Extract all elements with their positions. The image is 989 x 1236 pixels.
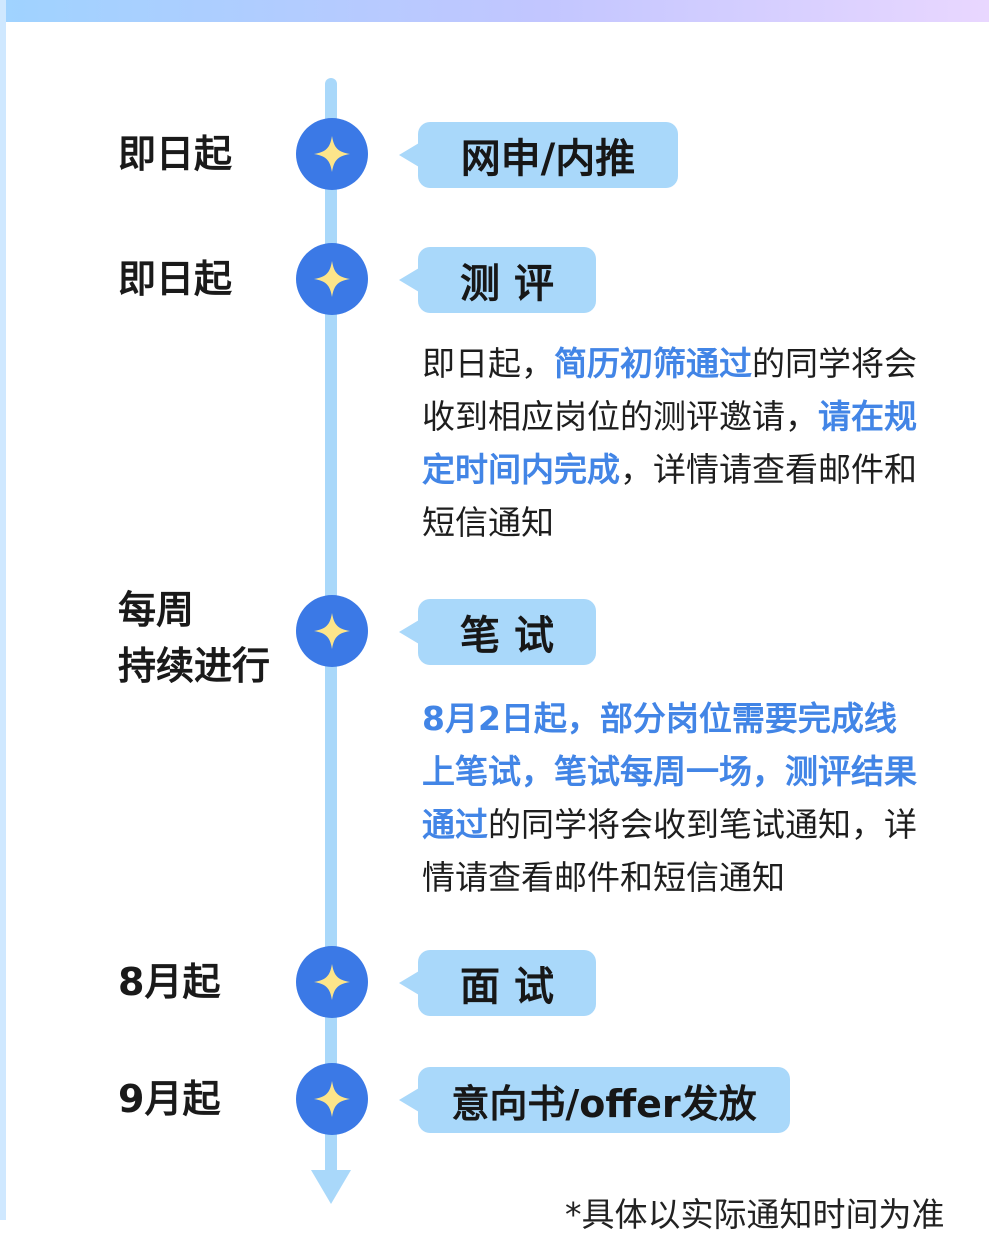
desc-highlight: 8月2日起，部分岗位需要完成线 bbox=[422, 699, 897, 738]
time-line: 即日起 bbox=[118, 132, 233, 176]
desc-line: 定时间内完成，详情请查看邮件和 bbox=[422, 443, 942, 496]
sparkle-star-icon bbox=[314, 1081, 350, 1117]
desc-line: 情请查看邮件和短信通知 bbox=[422, 851, 942, 904]
time-line: 每周 bbox=[118, 588, 195, 632]
top-gradient-band bbox=[0, 0, 989, 22]
sparkle-star-icon bbox=[314, 964, 350, 1000]
time-line: 即日起 bbox=[118, 257, 233, 301]
step-2-time: 即日起 bbox=[118, 251, 232, 307]
desc-line: 短信通知 bbox=[422, 496, 942, 549]
step-3-description: 8月2日起，部分岗位需要完成线 上笔试，笔试每周一场，测评结果 通过的同学将会收… bbox=[422, 692, 942, 904]
desc-text: ，详情请查看邮件和 bbox=[620, 450, 917, 489]
desc-line: 即日起，简历初筛通过的同学将会 bbox=[422, 337, 942, 390]
time-line: 持续进行 bbox=[118, 644, 271, 688]
step-3-time: 每周 持续进行 bbox=[118, 582, 270, 694]
step-4-time: 8月起 bbox=[118, 954, 220, 1010]
desc-text: 即日起， bbox=[422, 344, 554, 383]
step-2-stage: 测 评 bbox=[399, 247, 596, 313]
step-4-stage: 面 试 bbox=[399, 950, 596, 1016]
sparkle-star-icon bbox=[314, 261, 350, 297]
step-5-node bbox=[296, 1063, 368, 1135]
step-1-time: 即日起 bbox=[118, 126, 232, 182]
desc-line: 通过的同学将会收到笔试通知，详 bbox=[422, 798, 942, 851]
step-5-time: 9月起 bbox=[118, 1071, 220, 1127]
time-line: 8月起 bbox=[118, 960, 221, 1004]
desc-line: 8月2日起，部分岗位需要完成线 bbox=[422, 692, 942, 745]
step-2-description: 即日起，简历初筛通过的同学将会 收到相应岗位的测评邀请，请在规 定时间内完成，详… bbox=[422, 337, 942, 549]
step-1-node bbox=[296, 118, 368, 190]
desc-text: 的同学将会收到笔试通知，详 bbox=[488, 805, 917, 844]
desc-highlight: 上笔试，笔试每周一场，测评结果 bbox=[422, 752, 917, 791]
arrow-down-icon bbox=[311, 1170, 351, 1204]
left-edge-strip bbox=[0, 0, 6, 1220]
desc-text: 的同学将会 bbox=[752, 344, 917, 383]
step-5-stage: 意向书/offer发放 bbox=[399, 1067, 790, 1133]
desc-highlight: 通过 bbox=[422, 805, 488, 844]
desc-highlight: 请在规 bbox=[818, 397, 917, 436]
step-3-node bbox=[296, 595, 368, 667]
desc-text: 情请查看邮件和短信通知 bbox=[422, 858, 785, 897]
desc-line: 上笔试，笔试每周一场，测评结果 bbox=[422, 745, 942, 798]
step-2-node bbox=[296, 243, 368, 315]
desc-text: 短信通知 bbox=[422, 503, 554, 542]
step-3-stage: 笔 试 bbox=[399, 599, 596, 665]
step-1-stage: 网申/内推 bbox=[399, 122, 678, 188]
footnote: *具体以实际通知时间为准 bbox=[565, 1195, 945, 1234]
time-line: 9月起 bbox=[118, 1077, 221, 1121]
desc-line: 收到相应岗位的测评邀请，请在规 bbox=[422, 390, 942, 443]
desc-text: 收到相应岗位的测评邀请， bbox=[422, 397, 818, 436]
sparkle-star-icon bbox=[314, 136, 350, 172]
desc-highlight: 定时间内完成 bbox=[422, 450, 620, 489]
sparkle-star-icon bbox=[314, 613, 350, 649]
step-4-node bbox=[296, 946, 368, 1018]
desc-highlight: 简历初筛通过 bbox=[554, 344, 752, 383]
